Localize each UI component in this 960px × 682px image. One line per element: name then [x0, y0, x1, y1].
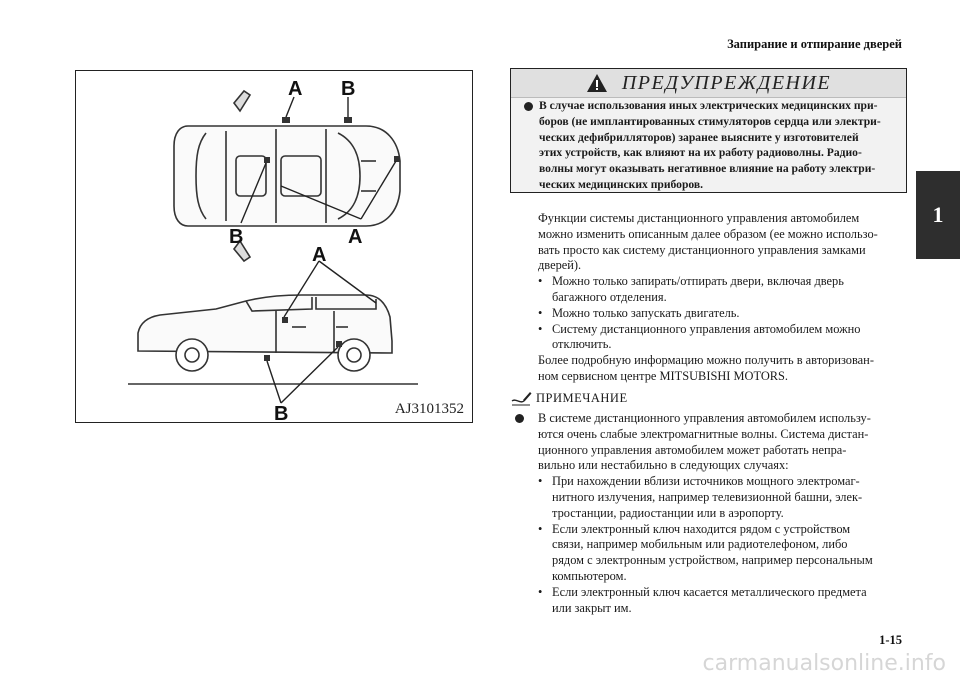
bullet-dot: •: [538, 521, 543, 536]
intro-line: дверей).: [538, 258, 582, 273]
warning-line: этих устройств, как влияют на их работу …: [539, 146, 862, 160]
note-line: ционного управления автомобилем может ра…: [538, 442, 847, 457]
watermark: carmanualsonline.info: [702, 651, 946, 676]
page-number: 1-15: [879, 633, 902, 647]
vehicle-figure: A B B A A B AJ3101352: [75, 70, 473, 424]
main-section: Функции системы дистанционного управлени…: [538, 211, 910, 385]
figure-code: AJ3101352: [394, 401, 464, 417]
list-item: •Если электронный ключ касается металлич…: [538, 584, 867, 615]
label-a-top: A: [288, 78, 302, 100]
note-line: В системе дистанционного управления авто…: [538, 411, 871, 425]
sensor-handle: [264, 355, 270, 361]
intro-line: Функции системы дистанционного управлени…: [538, 211, 860, 225]
note-header: ПРИМЕЧАНИЕ: [510, 389, 628, 407]
sensor-side-rear: [336, 341, 342, 347]
bullet-dot: •: [538, 305, 543, 320]
sensor-rear: [394, 156, 400, 162]
list-item: •При нахождении вблизи источников мощног…: [538, 474, 863, 520]
chapter-tab: 1: [916, 171, 960, 259]
bullet-dot: •: [538, 474, 543, 489]
warning-box: ПРЕДУПРЕЖДЕНИЕ В случае использования ин…: [510, 68, 907, 193]
warning-line: В случае использования иных электрически…: [539, 99, 878, 112]
label-b-bottom: B: [274, 403, 288, 424]
car-side-view: [137, 294, 393, 372]
vehicle-diagram: A B B A A B: [128, 78, 418, 424]
running-header: Запирание и отпирание дверей: [727, 37, 902, 51]
sensor-center: [264, 157, 270, 163]
sensor-b-top: [344, 117, 352, 123]
warning-header: ПРЕДУПРЕЖДЕНИЕ: [511, 69, 906, 98]
warning-triangle-icon: [586, 74, 607, 92]
chapter-number: 1: [932, 202, 944, 227]
list-item: •Можно только запирать/отпирать двери, в…: [538, 274, 844, 304]
warning-line: ческих дефибрилляторов) заранее выясните…: [539, 130, 859, 144]
outro-line: Более подробную информацию можно получит…: [538, 353, 874, 368]
label-a-mid: A: [348, 226, 362, 248]
warning-line: ческих медицинских приборов.: [539, 177, 704, 191]
car-top-view: [173, 89, 401, 263]
note-title: ПРИМЕЧАНИЕ: [536, 390, 628, 405]
note-line: ются очень слабые электромагнитные волны…: [538, 426, 869, 441]
intro-line: можно изменить описанным далее образом (…: [538, 226, 878, 241]
label-a-side: A: [312, 244, 326, 266]
bullet-icon: [524, 102, 533, 111]
pencil-note-icon: [511, 392, 532, 406]
outro-line: ном сервисном центре MITSUBISHI MOTORS.: [538, 368, 789, 383]
intro-line: вать просто как систему дистанционного у…: [538, 242, 866, 257]
warning-line: волны могут оказывать негативное влияние…: [539, 162, 876, 176]
bullet-dot: •: [538, 274, 543, 289]
warning-title: ПРЕДУПРЕЖДЕНИЕ: [621, 71, 832, 94]
list-item: •Если электронный ключ находится рядом с…: [538, 521, 873, 583]
bullet-icon: [515, 414, 524, 423]
bullet-dot: •: [538, 584, 543, 599]
warning-line: боров (не имплантированных стимуляторов …: [539, 114, 881, 128]
label-b-mid: B: [229, 226, 243, 248]
note-section: В системе дистанционного управления авто…: [538, 411, 910, 616]
sensor-side-front: [282, 317, 288, 323]
list-item: •Систему дистанционного управления автом…: [538, 321, 861, 352]
list-item: •Можно только запускать двигатель.: [538, 305, 740, 320]
bullet-dot: •: [538, 321, 543, 336]
note-line: вильно или нестабильно в следующих случа…: [538, 458, 789, 473]
label-b-top: B: [341, 78, 355, 100]
sensor-a-top: [282, 117, 290, 123]
warning-text: В случае использования иных электрически…: [539, 98, 901, 193]
